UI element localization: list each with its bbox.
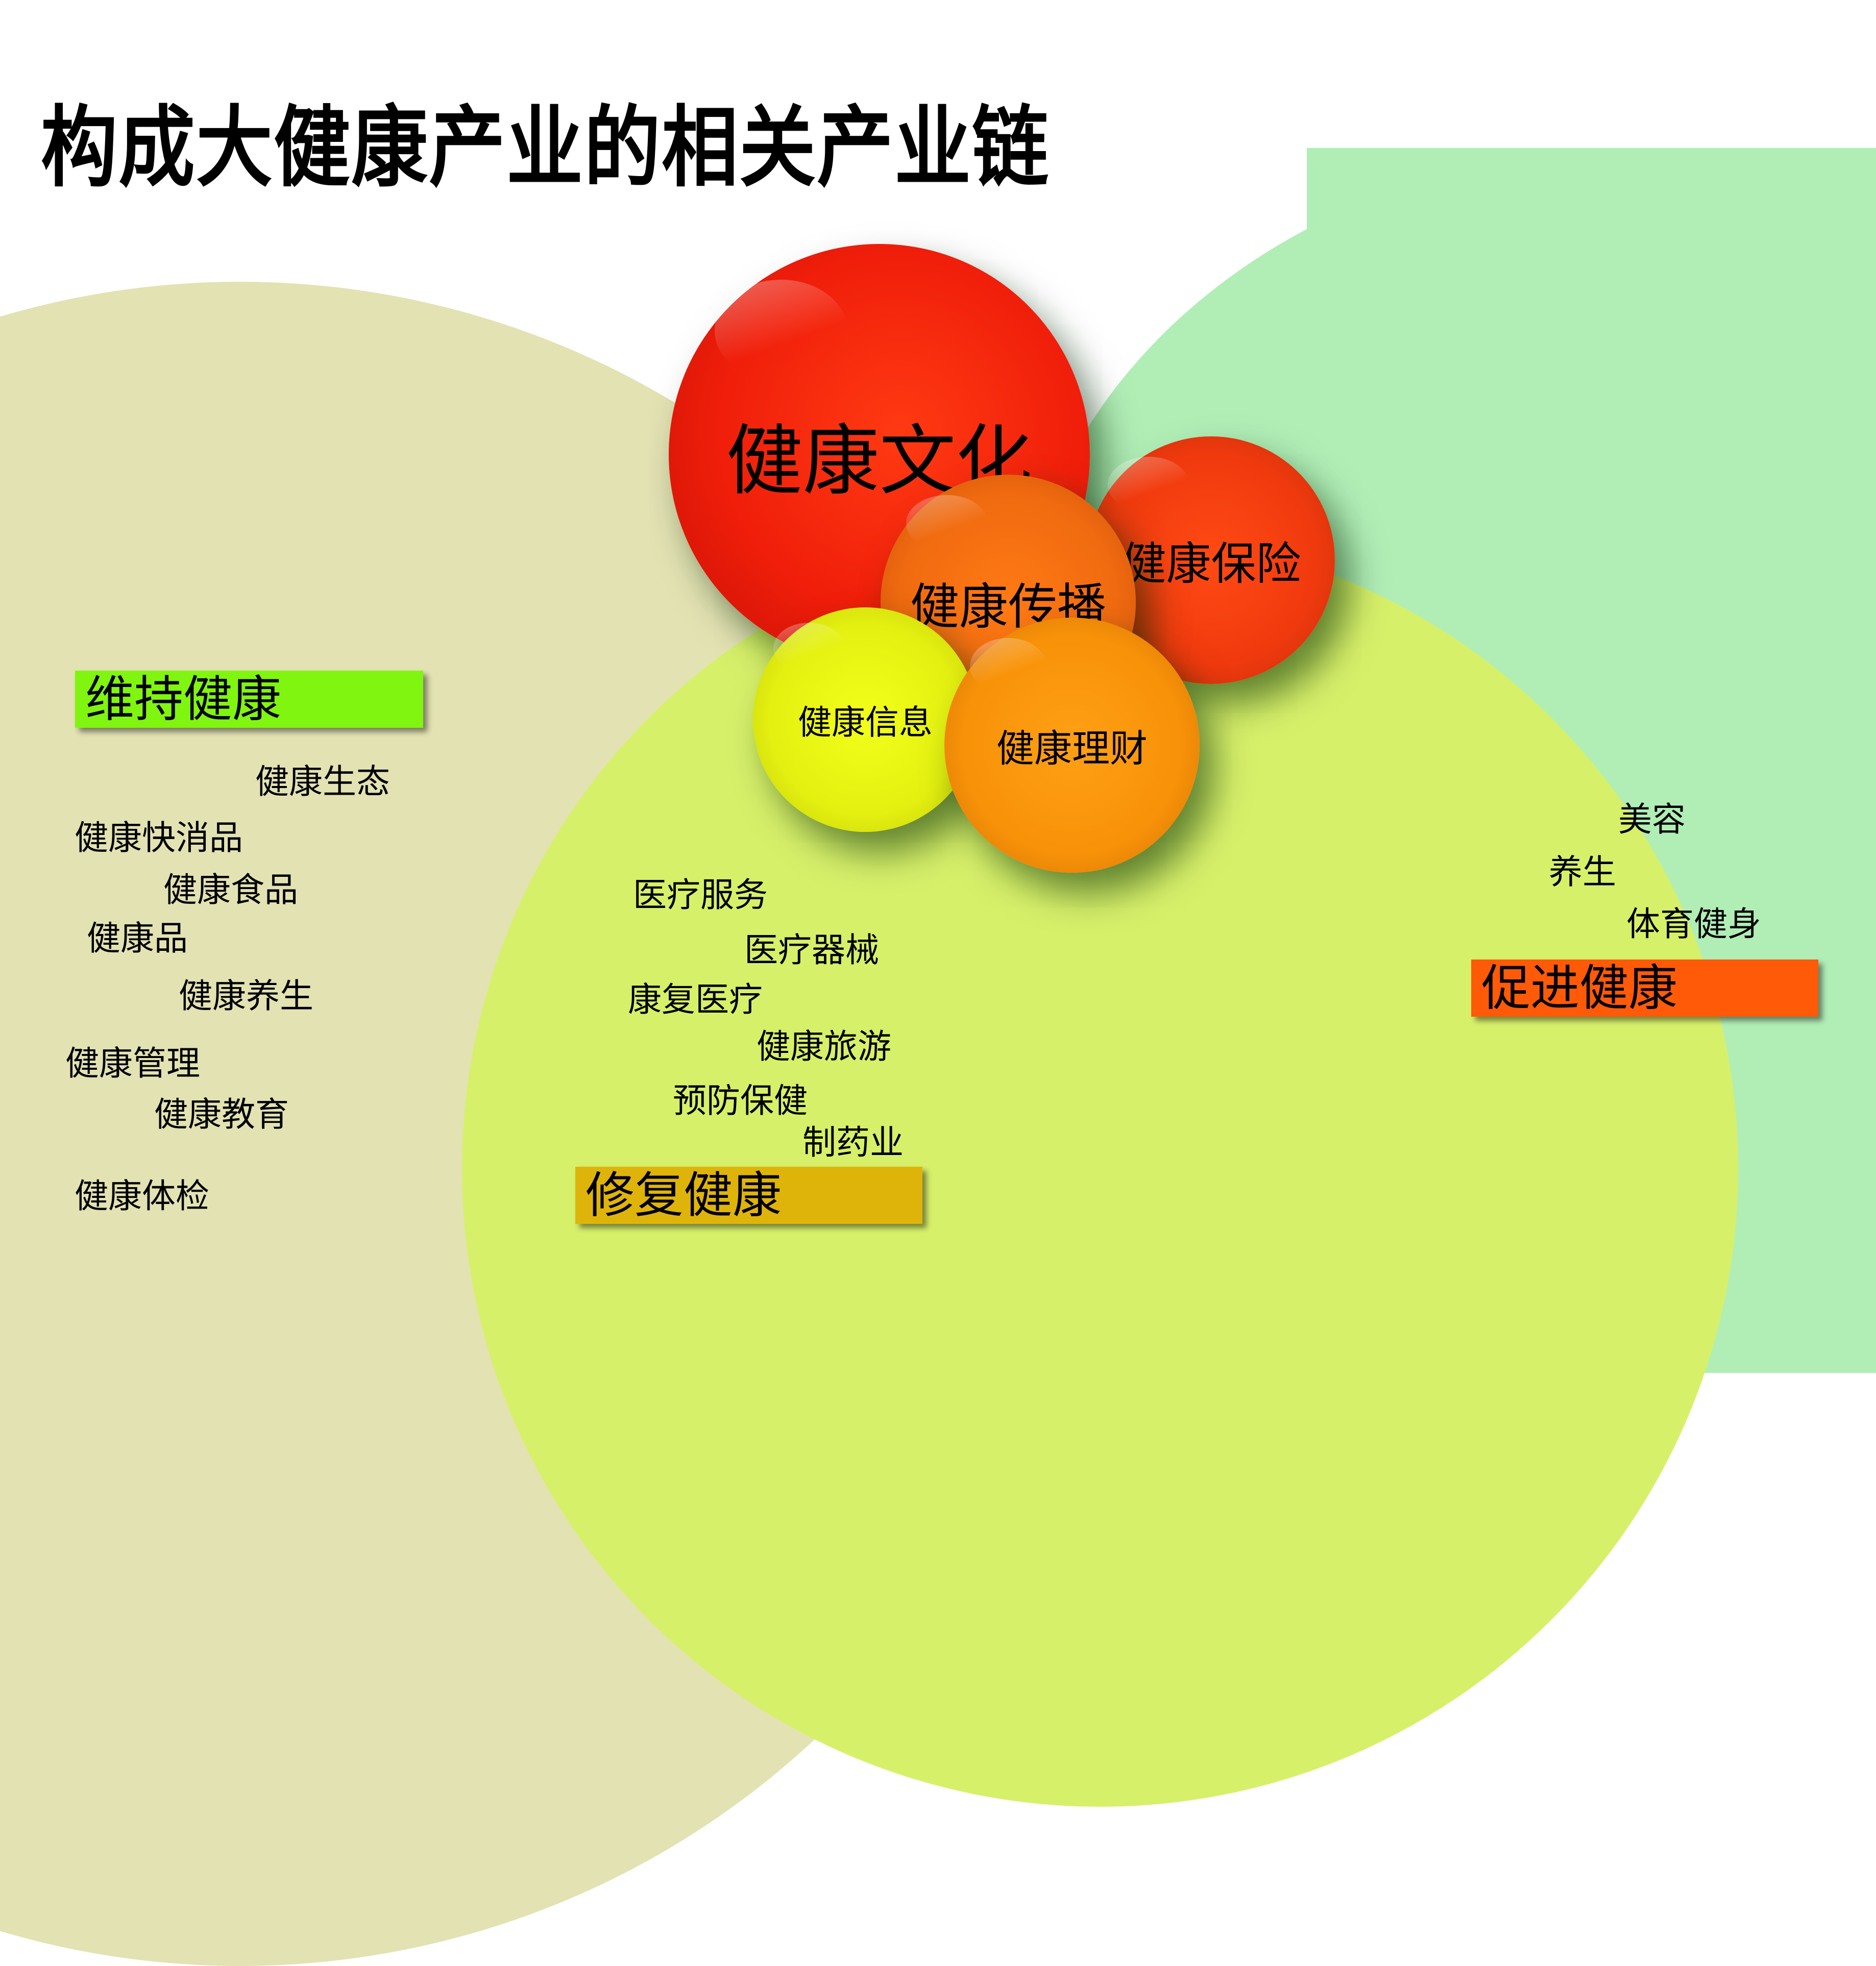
maintain-item: 健康品 [87,919,188,958]
ball-label: 健康保险 [1121,537,1301,590]
maintain-health-banner: 维持健康 [75,671,423,728]
repair-item: 健康旅游 [757,1027,891,1066]
ball-label: 健康理财 [996,726,1148,771]
maintain-item: 健康教育 [154,1095,289,1134]
repair-health-banner: 修复健康 [575,1167,922,1224]
ball-label: 健康信息 [798,703,933,742]
maintain-item: 健康食品 [163,870,298,910]
repair-item: 医疗器械 [744,930,879,970]
repair-item: 制药业 [802,1123,904,1162]
ball-highlight [970,638,1046,694]
promote-health-banner: 促进健康 [1471,960,1818,1017]
repair-item: 医疗服务 [633,875,768,915]
ball-highlight [773,623,845,674]
maintain-item: 健康生态 [255,762,390,801]
maintain-item: 健康体检 [75,1176,209,1216]
maintain-item: 健康养生 [179,976,313,1016]
promote-item: 体育健身 [1626,904,1761,944]
ball-health-info: 健康信息 [753,607,978,832]
maintain-item: 健康管理 [65,1044,200,1083]
promote-item: 美容 [1618,800,1686,839]
ball-highlight [715,280,847,382]
ball-health-finance: 健康理财 [944,618,1200,873]
maintain-item: 健康快消品 [75,818,243,857]
repair-item: 康复医疗 [628,980,763,1019]
promote-item: 养生 [1549,852,1616,892]
repair-item: 预防保健 [673,1081,808,1120]
ball-highlight [1108,457,1189,513]
ball-highlight [906,495,988,551]
page-title: 构成大健康产业的相关产业链 [41,97,1050,200]
